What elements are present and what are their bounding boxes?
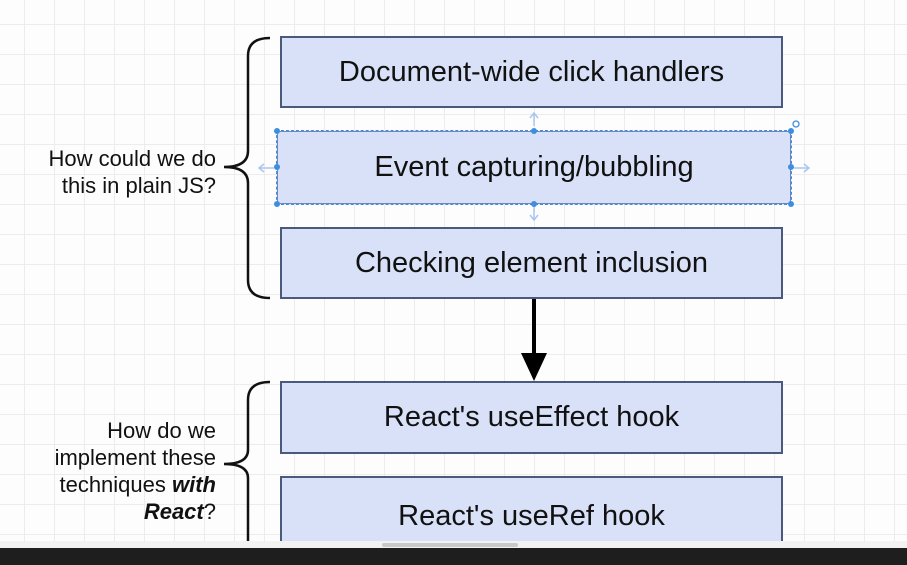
connection-arrow-left-icon[interactable] bbox=[257, 161, 275, 175]
box-text: Checking element inclusion bbox=[354, 246, 709, 279]
label-line: implement these bbox=[54, 445, 216, 470]
label-line: React? bbox=[20, 498, 216, 525]
label-line: How do we bbox=[107, 418, 216, 443]
label-line: techniques with bbox=[20, 471, 216, 498]
selection-handle[interactable] bbox=[788, 128, 794, 134]
bottom-curly-brace bbox=[223, 380, 271, 548]
selection-handle[interactable] bbox=[274, 201, 280, 207]
label-emphasis: React bbox=[143, 499, 204, 524]
box-text: React's useRef hook bbox=[398, 500, 665, 532]
connection-arrow-right-icon[interactable] bbox=[793, 161, 811, 175]
selection-handle[interactable] bbox=[788, 164, 794, 170]
label-line: this in plain JS? bbox=[61, 173, 216, 198]
top-curly-brace bbox=[223, 36, 271, 300]
rotate-handle-icon[interactable] bbox=[791, 119, 801, 129]
label-text: ? bbox=[203, 499, 216, 524]
label-text: techniques bbox=[59, 472, 172, 497]
box-text: Event capturing/bubbling bbox=[374, 151, 694, 183]
box-text: Document-wide click handlers bbox=[338, 55, 725, 88]
connection-arrow-up-icon[interactable] bbox=[527, 111, 541, 127]
event-capturing-box[interactable]: Event capturing/bubbling bbox=[276, 130, 792, 205]
label-line: How could we do bbox=[48, 146, 216, 171]
horizontal-scrollbar[interactable] bbox=[382, 543, 518, 547]
down-arrow bbox=[521, 299, 547, 381]
selection-handle[interactable] bbox=[531, 201, 537, 207]
plain-js-question-label: How could we do this in plain JS? bbox=[20, 145, 216, 199]
selection-handle[interactable] bbox=[531, 128, 537, 134]
selection-handle[interactable] bbox=[274, 164, 280, 170]
react-question-label: How do we implement these techniques wit… bbox=[20, 417, 216, 525]
element-inclusion-box[interactable]: Checking element inclusion bbox=[280, 227, 783, 299]
selection-handle[interactable] bbox=[274, 128, 280, 134]
label-emphasis: with bbox=[172, 472, 216, 497]
box-text: React's useEffect hook bbox=[383, 401, 680, 433]
selection-handle[interactable] bbox=[788, 201, 794, 207]
connection-arrow-down-icon[interactable] bbox=[527, 206, 541, 222]
bottom-bar bbox=[0, 548, 907, 565]
useeffect-box[interactable]: React's useEffect hook bbox=[280, 381, 783, 454]
document-click-handlers-box[interactable]: Document-wide click handlers bbox=[280, 36, 783, 108]
